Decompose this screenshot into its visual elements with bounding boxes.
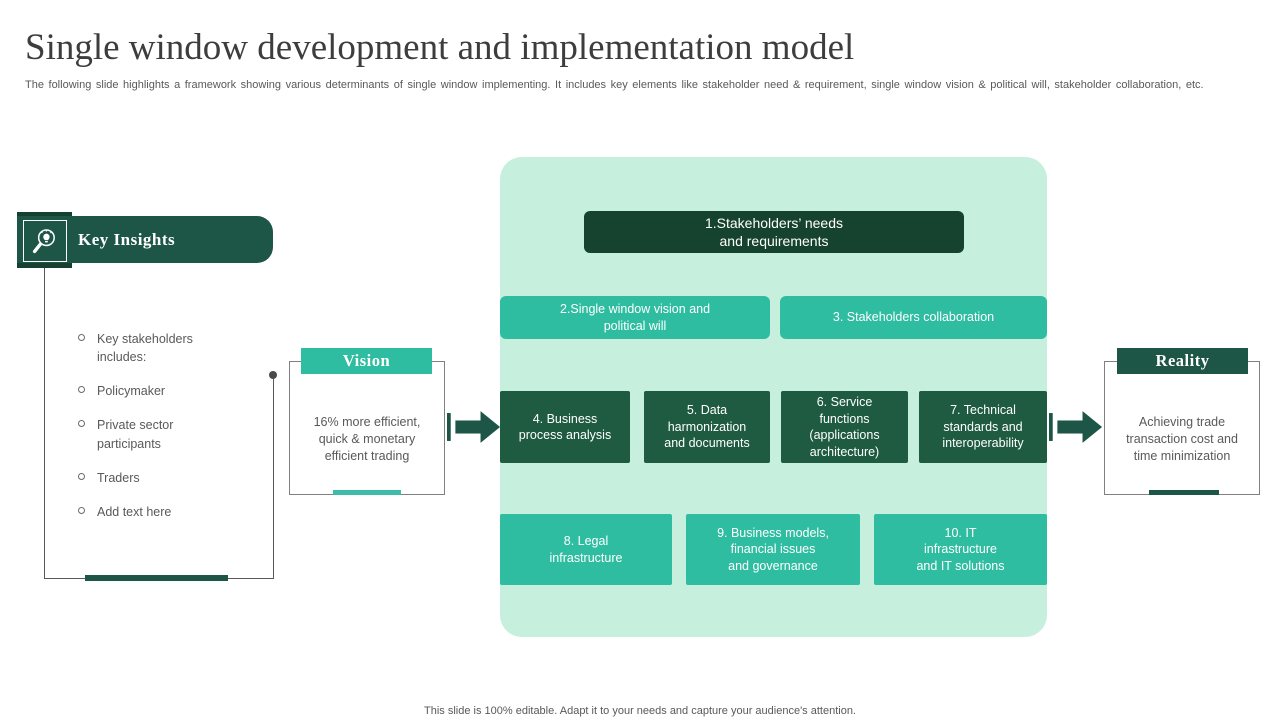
list-item-label: Traders — [97, 470, 140, 485]
step-8-legal-infrastructure: 8. Legal infrastructure — [500, 514, 672, 585]
vision-underline — [333, 490, 401, 495]
reality-header: Reality — [1117, 348, 1248, 374]
step-9-business-models: 9. Business models, financial issues and… — [686, 514, 860, 585]
connector-dot — [269, 371, 277, 379]
reality-box: Achieving trade transaction cost and tim… — [1104, 361, 1260, 495]
step-6-service-functions: 6. Service functions (applications archi… — [781, 391, 908, 463]
process-to-reality-arrow — [1049, 407, 1103, 447]
page-title: Single window development and implementa… — [25, 27, 855, 68]
page-subtitle: The following slide highlights a framewo… — [25, 79, 1204, 91]
step-1-stakeholders-needs: 1.Stakeholders’ needs and requirements — [584, 211, 964, 253]
reality-body: Achieving trade transaction cost and tim… — [1126, 415, 1238, 463]
vision-box: 16% more efficient, quick & monetary eff… — [289, 361, 445, 495]
list-item-label: Policymaker — [97, 384, 166, 399]
list-item-label: Add text here — [97, 504, 172, 519]
reality-underline — [1149, 490, 1219, 495]
bracket-line-right — [273, 379, 274, 578]
step-5-data-harmonization: 5. Data harmonization and documents — [644, 391, 770, 463]
step-7-technical-standards: 7. Technical standards and interoperabil… — [919, 391, 1047, 463]
bullet-icon — [78, 506, 85, 514]
step-10-it-infrastructure: 10. IT infrastructure and IT solutions — [874, 514, 1047, 585]
bracket-line-left — [44, 268, 45, 578]
vision-body: 16% more efficient, quick & monetary eff… — [313, 415, 421, 463]
list-item: Add text here — [78, 503, 228, 521]
list-item-label: Key stakeholders includes: — [97, 332, 193, 365]
list-item: Policymaker — [78, 382, 228, 400]
bullet-icon — [78, 334, 85, 341]
list-item-label: Private sector participants — [97, 418, 174, 451]
list-item: Private sector participants — [78, 416, 228, 452]
bullet-icon — [78, 386, 85, 394]
key-insights-title: Key Insights — [78, 229, 176, 249]
key-insights-icon-frame — [23, 220, 67, 262]
bullet-icon — [78, 472, 85, 480]
list-item: Key stakeholders includes: — [78, 330, 228, 366]
step-2-single-window-vision: 2.Single window vision and political wil… — [500, 296, 770, 339]
footer-container: This slide is 100% editable. Adapt it to… — [0, 701, 1280, 720]
vision-to-process-arrow — [447, 407, 501, 447]
key-insights-underline — [85, 575, 228, 581]
list-item: Traders — [78, 469, 228, 487]
bullet-icon — [78, 420, 85, 428]
key-insights-list: Key stakeholders includes: Policymaker P… — [78, 330, 228, 537]
vision-header: Vision — [301, 348, 432, 374]
step-3-stakeholders-collaboration: 3. Stakeholders collaboration — [780, 296, 1047, 339]
magnifier-lightbulb-icon — [28, 224, 62, 258]
key-insights-banner: Key Insights — [17, 216, 273, 263]
footer-note: This slide is 100% editable. Adapt it to… — [418, 705, 862, 720]
step-4-business-process-analysis: 4. Business process analysis — [500, 391, 630, 463]
